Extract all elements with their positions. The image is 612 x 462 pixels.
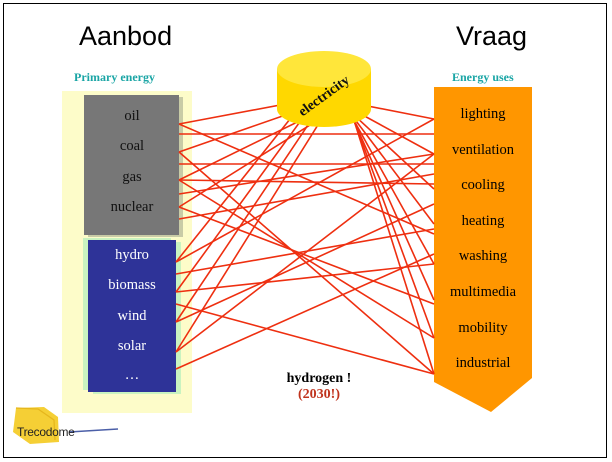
hydrogen-label: hydrogen !: [286, 371, 352, 386]
use-industrial: industrial: [455, 355, 511, 371]
primary-energy-label: Primary energy: [74, 70, 155, 84]
electricity-cylinder: [277, 51, 371, 127]
use-cooling: cooling: [461, 177, 505, 193]
source-nuclear: nuclear: [110, 199, 154, 215]
connection-lines: [175, 98, 435, 375]
use-mobility: mobility: [458, 320, 508, 336]
source-solar: solar: [117, 338, 147, 354]
hydrogen-year: (2030!): [298, 387, 340, 402]
source-wind: wind: [117, 308, 147, 324]
energy-uses-label: Energy uses: [452, 70, 514, 84]
renewable-sources-box: [88, 240, 176, 392]
supply-heading: Aanbod: [79, 21, 173, 51]
use-multimedia: multimedia: [449, 284, 517, 300]
slide-frame: Aanbod Vraag Primary energy Energy uses: [3, 3, 607, 458]
source-biomass: biomass: [108, 277, 156, 293]
use-washing: washing: [458, 248, 508, 264]
fossil-sources-box: [84, 95, 179, 235]
use-heating: heating: [461, 213, 505, 229]
source-oil: oil: [124, 108, 140, 124]
use-lighting: lighting: [460, 106, 506, 122]
source-coal: coal: [119, 138, 145, 154]
trecodome-logo: [13, 407, 119, 444]
source-hydro: hydro: [115, 247, 149, 263]
trecodome-logo-text: Trecodome: [17, 425, 75, 439]
source-gas: gas: [122, 169, 142, 185]
use-ventilation: ventilation: [451, 142, 514, 158]
demand-heading: Vraag: [456, 21, 528, 51]
source-more: …: [124, 367, 140, 383]
energy-uses-panel: [434, 87, 532, 412]
diagram-canvas: electricity: [175, 51, 532, 412]
